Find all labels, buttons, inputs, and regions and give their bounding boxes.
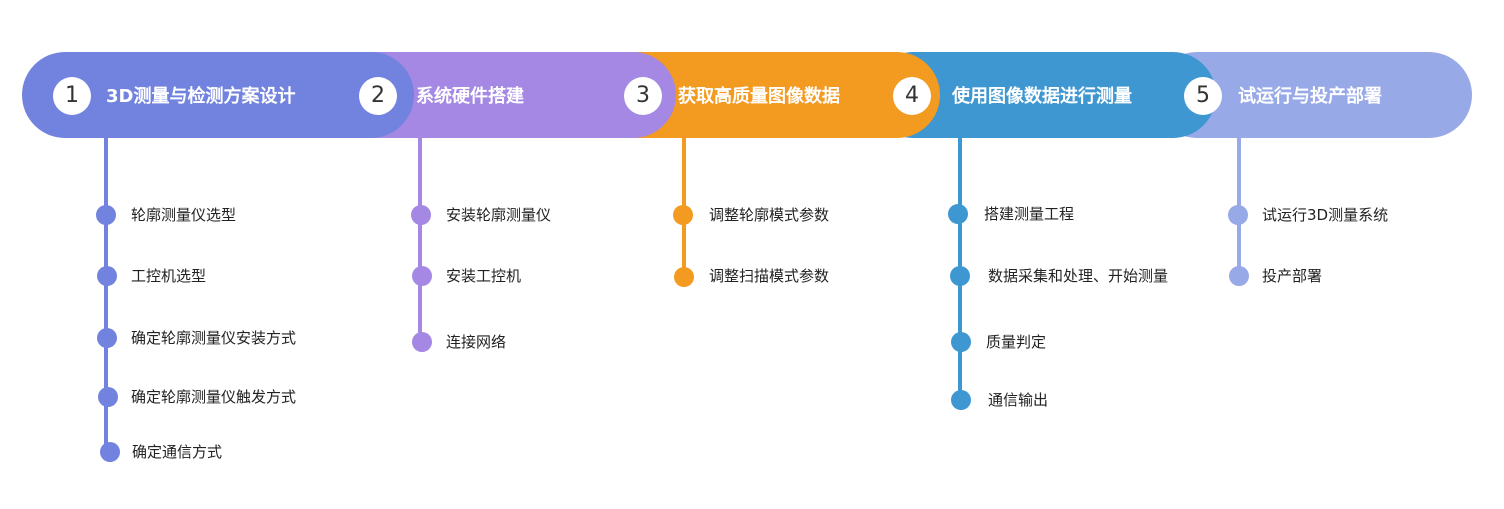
stage-4-item-2: 数据采集和处理、开始测量 (988, 267, 1169, 285)
stage-5-item-2: 投产部署 (1262, 267, 1323, 285)
stage-1-item-4: 确定轮廓测量仪触发方式 (131, 388, 297, 406)
stage-1-item-3: 确定轮廓测量仪安装方式 (131, 329, 297, 347)
stage-2-item-2: 安装工控机 (446, 267, 522, 285)
stage-1-item-dot (97, 328, 117, 348)
stage-1-item-5: 确定通信方式 (132, 443, 223, 461)
stage-5-title: 试运行与投产部署 (1238, 86, 1382, 107)
stage-5-number: 5 (1184, 77, 1222, 115)
stage-1-item-1: 轮廓测量仪选型 (131, 206, 237, 224)
stage-2-item-dot (412, 266, 432, 286)
stage-1-item-dot (96, 205, 116, 225)
stage-2-timeline (418, 138, 422, 342)
stage-2-item-dot (412, 332, 432, 352)
stage-1-item-dot (97, 266, 117, 286)
stage-4-number: 4 (893, 77, 931, 115)
stage-2-title: 系统硬件搭建 (416, 86, 524, 107)
stage-3-item-dot (673, 205, 693, 225)
stage-2-number: 2 (359, 77, 397, 115)
stage-2-item-3: 连接网络 (446, 333, 507, 351)
stage-3-item-dot (674, 267, 694, 287)
stage-2-item-1: 安装轮廓测量仪 (446, 206, 552, 224)
stage-4-item-dot (951, 390, 971, 410)
stage-4-title: 使用图像数据进行测量 (952, 86, 1132, 107)
stage-5-item-dot (1229, 266, 1249, 286)
stage-4-item-3: 质量判定 (986, 333, 1047, 351)
stage-4-item-4: 通信输出 (988, 391, 1049, 409)
stage-4-item-dot (948, 204, 968, 224)
stage-1-timeline (104, 138, 108, 452)
stage-2-item-dot (411, 205, 431, 225)
stage-1-number: 1 (53, 77, 91, 115)
stage-4-item-dot (950, 266, 970, 286)
stage-1-item-dot (98, 387, 118, 407)
stage-1-title: 3D测量与检测方案设计 (106, 86, 296, 107)
stage-4-item-1: 搭建测量工程 (984, 205, 1075, 223)
stage-3-number: 3 (624, 77, 662, 115)
stage-5-item-1: 试运行3D测量系统 (1262, 206, 1389, 224)
stage-3-title: 获取高质量图像数据 (678, 86, 840, 107)
stage-3-item-2: 调整扫描模式参数 (709, 267, 830, 285)
stage-4-item-dot (951, 332, 971, 352)
stage-5-item-dot (1228, 205, 1248, 225)
stage-1-item-2: 工控机选型 (131, 267, 207, 285)
stage-3-item-1: 调整轮廓模式参数 (709, 206, 830, 224)
stage-1-item-dot (100, 442, 120, 462)
